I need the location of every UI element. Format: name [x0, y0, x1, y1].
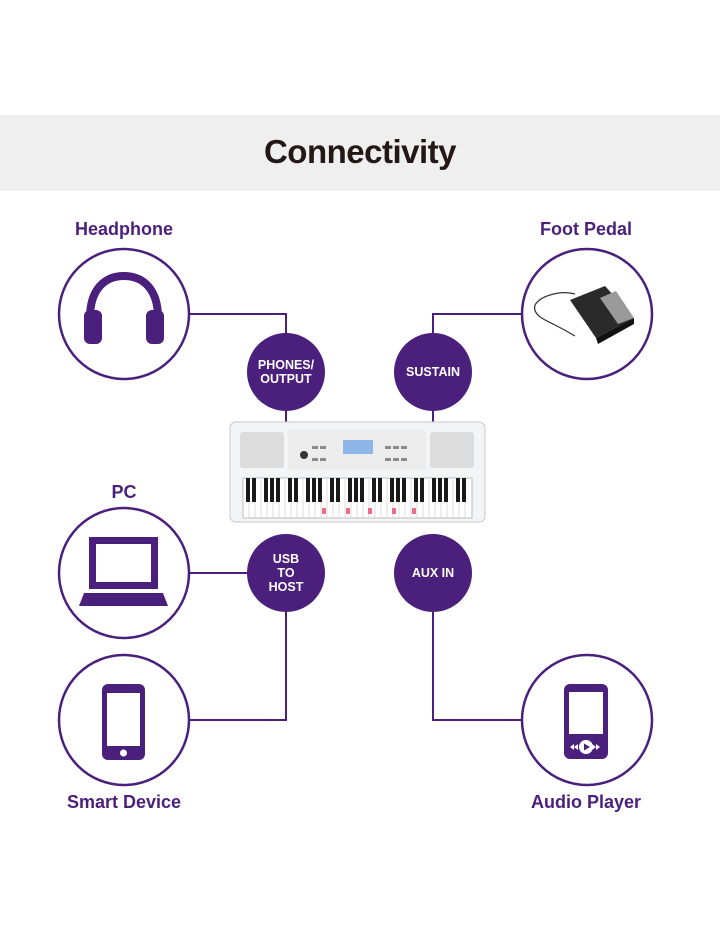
- aux-in-port: AUX IN: [394, 534, 472, 612]
- keyboard-image: [229, 421, 486, 523]
- audio-player-icon: [564, 684, 608, 759]
- line-smart-device: [190, 612, 287, 721]
- smart-device-label: Smart Device: [66, 792, 182, 812]
- audio-player-label: Audio Player: [530, 792, 642, 812]
- line-audio-player: [432, 612, 521, 721]
- headphone-label: Headphone: [74, 219, 173, 239]
- smartphone-icon: [102, 684, 145, 760]
- usb-to-host-port: USB TO HOST: [247, 534, 325, 612]
- laptop-icon: [79, 537, 168, 606]
- sustain-port: SUSTAIN: [394, 333, 472, 411]
- page-title: Connectivity: [263, 133, 457, 170]
- title-banner: Connectivity: [0, 115, 720, 191]
- foot-pedal-label: Foot Pedal: [539, 219, 632, 239]
- pc-label: PC: [111, 482, 137, 502]
- foot-pedal-image: [533, 286, 634, 344]
- headphone-circle: [57, 247, 191, 381]
- phones-output-port: PHONES/ OUTPUT: [247, 333, 325, 411]
- headphone-icon: [84, 271, 164, 344]
